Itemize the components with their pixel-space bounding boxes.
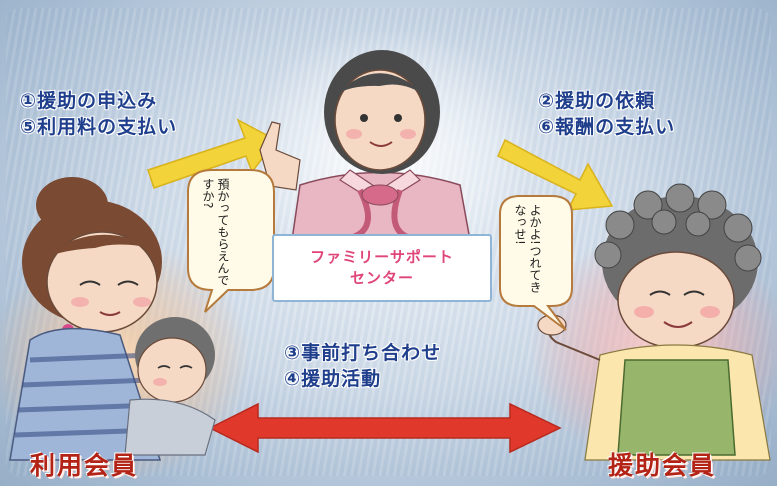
step-5-label: ⑤利用料の支払い <box>20 116 178 138</box>
step-1-label: ①援助の申込み <box>20 90 158 112</box>
steps-left: ①援助の申込み ⑤利用料の支払い <box>20 88 177 140</box>
center-label-line-2: センター <box>349 269 414 287</box>
step-6-label: ⑥報酬の支払い <box>538 116 676 138</box>
arrow-center-to-helper <box>497 138 614 211</box>
speech-bubble-right <box>499 195 573 331</box>
step-4-label: ④援助活動 <box>284 368 382 390</box>
helper-member-figure <box>537 183 771 461</box>
step-2-label: ②援助の依頼 <box>538 90 656 112</box>
speech-right-line-1: よかよ! <box>528 204 542 245</box>
helper-member-label: 援助会員 <box>608 451 717 480</box>
coordinator-figure <box>259 50 471 241</box>
step-3-label: ③事前打ち合わせ <box>284 342 442 364</box>
speech-right-text: よかよ!つれてきなっせ! <box>512 204 542 304</box>
speech-right-line-2: つれてきなっせ! <box>513 204 542 293</box>
speech-left-text: 預かってもらえんですか? <box>200 178 230 288</box>
center-label-line-1: ファミリーサポート <box>310 248 454 266</box>
steps-right: ②援助の依頼 ⑥報酬の支払い <box>538 88 675 140</box>
user-member-label: 利用会員 <box>30 451 139 480</box>
user-member-figure <box>9 177 216 461</box>
support-center-label: ファミリーサポート センター <box>272 234 492 302</box>
steps-bottom: ③事前打ち合わせ ④援助活動 <box>284 340 441 392</box>
speech-left-line-2: えんですか? <box>201 178 230 286</box>
arrow-mutual <box>208 402 562 454</box>
speech-left-line-1: 預かってもら <box>216 178 230 250</box>
